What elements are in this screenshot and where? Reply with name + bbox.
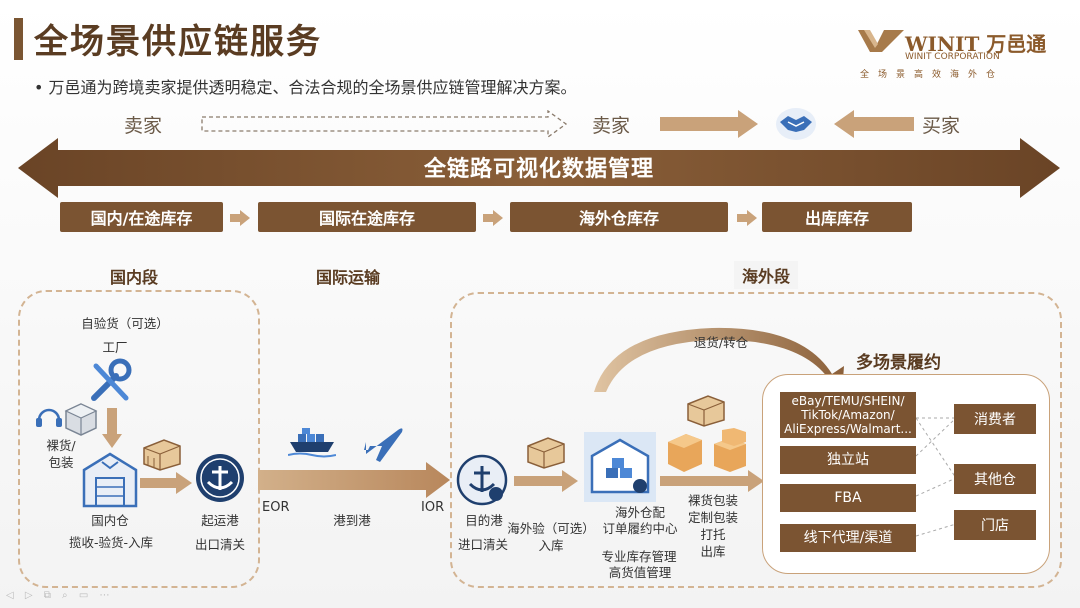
seller-label-left: 卖家 bbox=[124, 115, 163, 137]
return-transfer-label: 退货/转仓 bbox=[693, 335, 749, 350]
channel-offline-agents: 线下代理/渠道 bbox=[780, 524, 916, 552]
overseas-segment-frame bbox=[450, 292, 1062, 588]
section-overseas: 海外段 bbox=[734, 261, 799, 289]
airplane-icon bbox=[364, 428, 403, 462]
warehouse-to-port-arrow bbox=[140, 472, 192, 494]
headset-icon bbox=[36, 408, 62, 427]
buyer-to-deal-arrow bbox=[834, 110, 914, 138]
seller-label-right: 卖家 bbox=[592, 115, 631, 137]
palletizing-label: 打托 bbox=[700, 527, 726, 542]
overseas-inspect-label: 海外验（可选） 入库 bbox=[507, 521, 595, 553]
winit-logo-icon bbox=[858, 30, 904, 52]
high-value-management-label: 高货值管理 bbox=[608, 565, 672, 580]
outbound-label: 出库 bbox=[700, 544, 726, 559]
domestic-warehouse-label: 国内仓 bbox=[91, 513, 129, 528]
logo-corporation: WINIT CORPORATION bbox=[905, 52, 1000, 62]
departure-port-anchor-icon bbox=[196, 454, 244, 502]
slideshow-controls[interactable]: ◁ ▷ ⧉ ⌕ ▭ ⋯ bbox=[6, 590, 114, 601]
departure-port-label: 起运港 bbox=[201, 513, 239, 528]
destination-port-anchor-icon bbox=[456, 454, 508, 506]
package-icon bbox=[64, 403, 98, 436]
seller-to-deal-arrow bbox=[660, 110, 758, 138]
warehouse-to-channels-arrow bbox=[660, 470, 764, 492]
down-arrow-icon bbox=[102, 408, 122, 448]
channel-independent-site: 独立站 bbox=[780, 446, 916, 474]
port-to-port-label: 港到港 bbox=[333, 513, 371, 528]
return-transfer-arc bbox=[594, 327, 844, 394]
overseas-warehouse-icon bbox=[590, 438, 650, 494]
ior-label: IOR bbox=[421, 500, 445, 515]
domestic-segment-frame bbox=[18, 290, 260, 588]
tools-icon bbox=[91, 358, 132, 401]
destination-port-label: 目的港 bbox=[465, 513, 503, 528]
self-inspect-label: 自验货（可选） bbox=[81, 316, 169, 331]
port-to-warehouse-arrow bbox=[514, 470, 578, 492]
fulfillment-center-label-2: 订单履约中心 bbox=[602, 521, 678, 536]
title-accent-bar bbox=[14, 18, 23, 60]
stage-outbound-inventory: 出库库存 bbox=[762, 202, 912, 232]
stage-arrow-icon bbox=[483, 210, 503, 226]
channel-connector-lines bbox=[916, 417, 957, 537]
buyer-label: 买家 bbox=[922, 115, 961, 137]
section-fulfillment: 多场景履约 bbox=[856, 353, 941, 373]
inventory-management-label: 专业库存管理 bbox=[601, 549, 677, 564]
channel-fba: FBA bbox=[780, 484, 916, 512]
stage-arrow-icon bbox=[737, 210, 757, 226]
cargo-crate-icon bbox=[527, 437, 565, 469]
stage-arrow-icon bbox=[230, 210, 250, 226]
intro-text: • 万邑通为跨境卖家提供透明稳定、合法合规的全场景供应链管理解决方案。 bbox=[34, 78, 577, 97]
bare-pack-label: 裸货/ 包装 bbox=[46, 438, 76, 470]
factory-label: 工厂 bbox=[102, 340, 128, 355]
section-domestic: 国内段 bbox=[110, 268, 159, 287]
parcels-icon bbox=[668, 428, 746, 472]
data-management-banner bbox=[18, 138, 1060, 198]
cargo-crate-icon bbox=[687, 395, 725, 427]
eor-label: EOR bbox=[262, 500, 290, 515]
channel-marketplaces: eBay/TEMU/SHEIN/ TikTok/Amazon/ AliExpre… bbox=[780, 392, 916, 438]
destination-consumer: 消费者 bbox=[954, 404, 1036, 434]
fulfillment-center-label-1: 海外仓配 bbox=[614, 505, 665, 520]
destination-store: 门店 bbox=[954, 510, 1036, 540]
banner-label: 全链路可视化数据管理 bbox=[423, 157, 654, 182]
logo-wordmark: WINIT 万邑通 bbox=[905, 32, 1047, 56]
stage-international-inventory: 国际在途库存 bbox=[258, 202, 476, 232]
warehouse-steps-label: 揽收-验货-入库 bbox=[68, 535, 154, 550]
export-customs-label: 出口清关 bbox=[194, 537, 245, 552]
page-title: 全场景供应链服务 bbox=[34, 22, 322, 62]
domestic-warehouse-icon bbox=[82, 452, 138, 508]
cargo-crate-icon bbox=[143, 439, 181, 471]
cargo-ship-icon bbox=[288, 428, 336, 458]
section-international: 国际运输 bbox=[316, 268, 381, 287]
import-customs-label: 进口清关 bbox=[457, 537, 508, 552]
custom-packaging-label: 定制包装 bbox=[687, 510, 738, 525]
international-transport-arrow bbox=[258, 462, 450, 498]
stage-overseas-inventory: 海外仓库存 bbox=[510, 202, 728, 232]
logo-tagline: 全场景高效海外仓 bbox=[860, 70, 1005, 80]
dashed-flow-arrow bbox=[201, 110, 568, 138]
destination-other-warehouse: 其他仓 bbox=[954, 464, 1036, 494]
handshake-icon bbox=[776, 108, 816, 140]
stage-domestic-inventory: 国内/在途库存 bbox=[60, 202, 223, 232]
bare-packaging-label: 裸货包装 bbox=[687, 493, 738, 508]
